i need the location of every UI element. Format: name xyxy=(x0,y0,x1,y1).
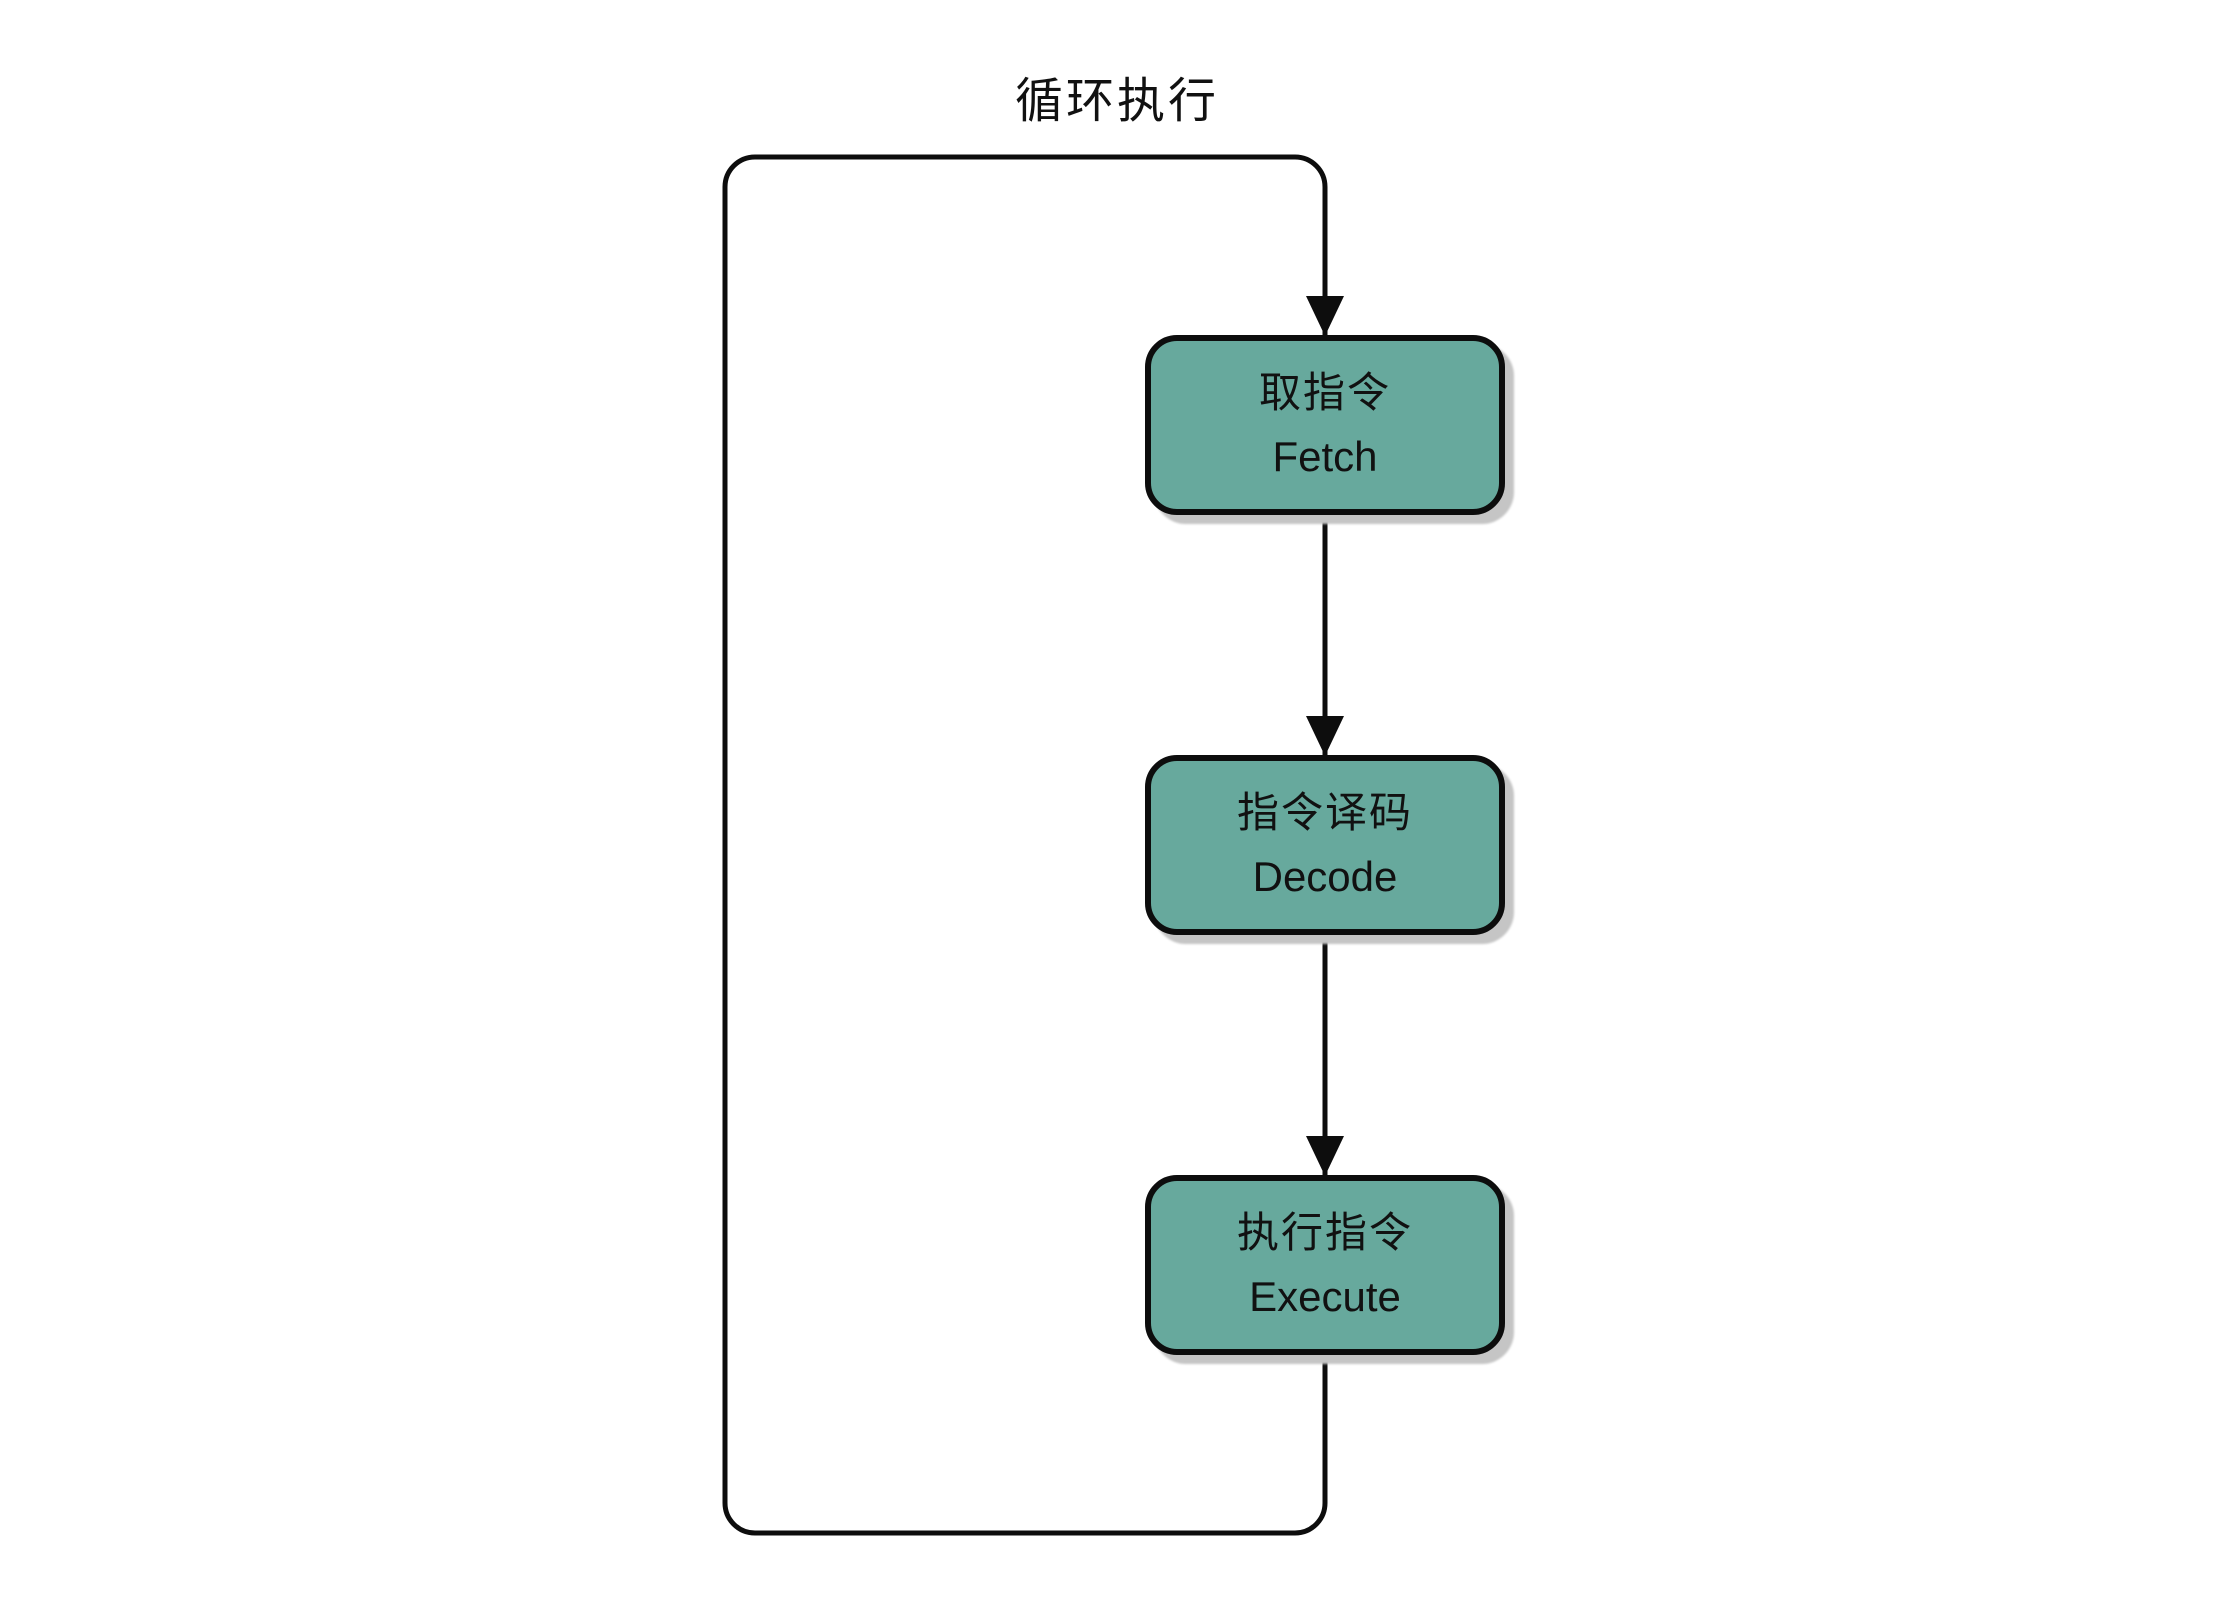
node-decode-label-zh: 指令译码 xyxy=(1236,789,1413,836)
arrowhead-into-execute-icon xyxy=(1306,1136,1344,1176)
node-fetch-label-zh: 取指令 xyxy=(1258,369,1391,416)
node-decode-label-en: Decode xyxy=(1252,853,1398,900)
node-decode: 指令译码 Decode xyxy=(1145,755,1505,935)
node-execute-label-en: Execute xyxy=(1249,1273,1401,1320)
diagram-title: 循环执行 xyxy=(1014,75,1220,128)
node-execute-label-zh: 执行指令 xyxy=(1236,1209,1413,1256)
arrowhead-into-fetch-icon xyxy=(1306,296,1344,336)
arrowhead-into-decode-icon xyxy=(1306,716,1344,756)
node-fetch-label-en: Fetch xyxy=(1272,433,1378,480)
node-execute: 执行指令 Execute xyxy=(1145,1175,1505,1355)
node-fetch: 取指令 Fetch xyxy=(1145,335,1505,515)
